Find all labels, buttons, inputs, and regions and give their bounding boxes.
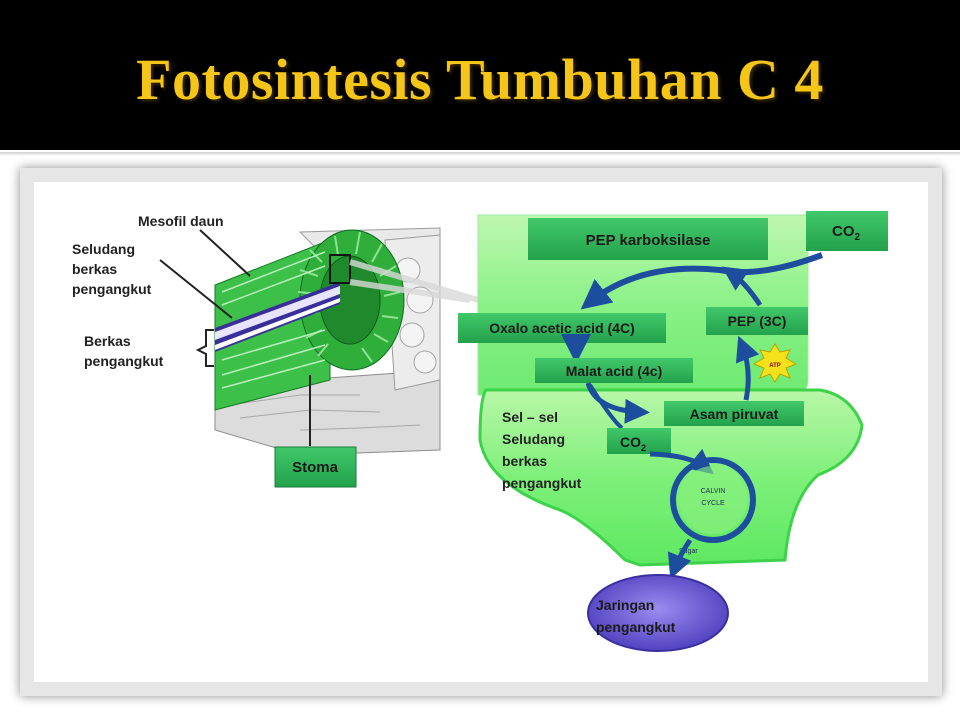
- bracket-berkas: [195, 329, 214, 367]
- title-bar: Fotosintesis Tumbuhan C 4: [0, 0, 960, 150]
- label-jaringan-1: Jaringan: [596, 597, 654, 613]
- label-atp: ATP: [769, 363, 781, 369]
- arrow-pep-to-top: [721, 266, 763, 307]
- arrow-co2-to-oxalo: [580, 252, 824, 310]
- c4-pathway: PEP karboksilase CO2 Oxalo acetic acid (…: [458, 211, 888, 652]
- leader-mesofil: [199, 229, 251, 277]
- label-mesofil-daun: Mesofil daun: [138, 213, 224, 229]
- calvin-cycle-ring: [670, 457, 756, 543]
- co2-top-box: [806, 211, 888, 251]
- label-sel-3: berkas: [502, 453, 547, 469]
- pep3c-box: [706, 307, 808, 335]
- leader-seludang: [159, 259, 233, 319]
- asam-piruvat-box: [664, 401, 804, 426]
- leaf-labels: Mesofil daun Seludang berkas pengangkut …: [72, 213, 357, 488]
- pep-karboksilase-box: [528, 218, 768, 260]
- label-seludang-2: berkas: [72, 261, 117, 277]
- label-berkas-2: pengangkut: [84, 353, 164, 369]
- label-jaringan-2: pengangkut: [596, 619, 676, 635]
- label-asam-piruvat: Asam piruvat: [690, 406, 779, 422]
- label-berkas-1: Berkas: [84, 333, 131, 349]
- arrow-sugar-down: [667, 538, 693, 580]
- zoom-connector: [349, 259, 479, 303]
- slide-title: Fotosintesis Tumbuhan C 4: [136, 47, 824, 112]
- label-pep-karboksilase: PEP karboksilase: [586, 232, 711, 249]
- jaringan-pengangkut: [587, 574, 729, 652]
- label-calvin-2: CYCLE: [701, 500, 725, 507]
- label-seludang-3: pengangkut: [72, 281, 152, 297]
- arrow-co2-to-calvin: [649, 448, 714, 475]
- label-sel-1: Sel – sel: [502, 409, 558, 425]
- calvin-cycle-fill: [679, 466, 747, 534]
- label-stoma: Stoma: [292, 459, 339, 476]
- bundle-sheath-cell: [478, 388, 864, 567]
- arrow-piruvat-to-pep: [735, 335, 760, 401]
- label-co2-inner: CO2: [620, 434, 646, 453]
- label-seludang-1: Seludang: [72, 241, 135, 257]
- label-sel-2: Seludang: [502, 431, 565, 447]
- label-malat: Malat acid (4c): [566, 363, 662, 379]
- co2-inner-box: [607, 428, 671, 454]
- stoma-box: [274, 446, 357, 488]
- malat-box: [535, 358, 693, 383]
- arrow-malat-to-co2: [588, 383, 624, 430]
- label-oxalo: Oxalo acetic acid (4C): [489, 320, 635, 336]
- label-sel-4: pengangkut: [502, 475, 582, 491]
- label-pep3c: PEP (3C): [728, 313, 787, 329]
- atp-burst: [752, 343, 798, 383]
- label-co2-top: CO2: [832, 223, 861, 243]
- leaf-cross-section: [214, 227, 441, 456]
- title-divider: [0, 152, 960, 156]
- label-calvin-1: CALVIN: [701, 488, 726, 495]
